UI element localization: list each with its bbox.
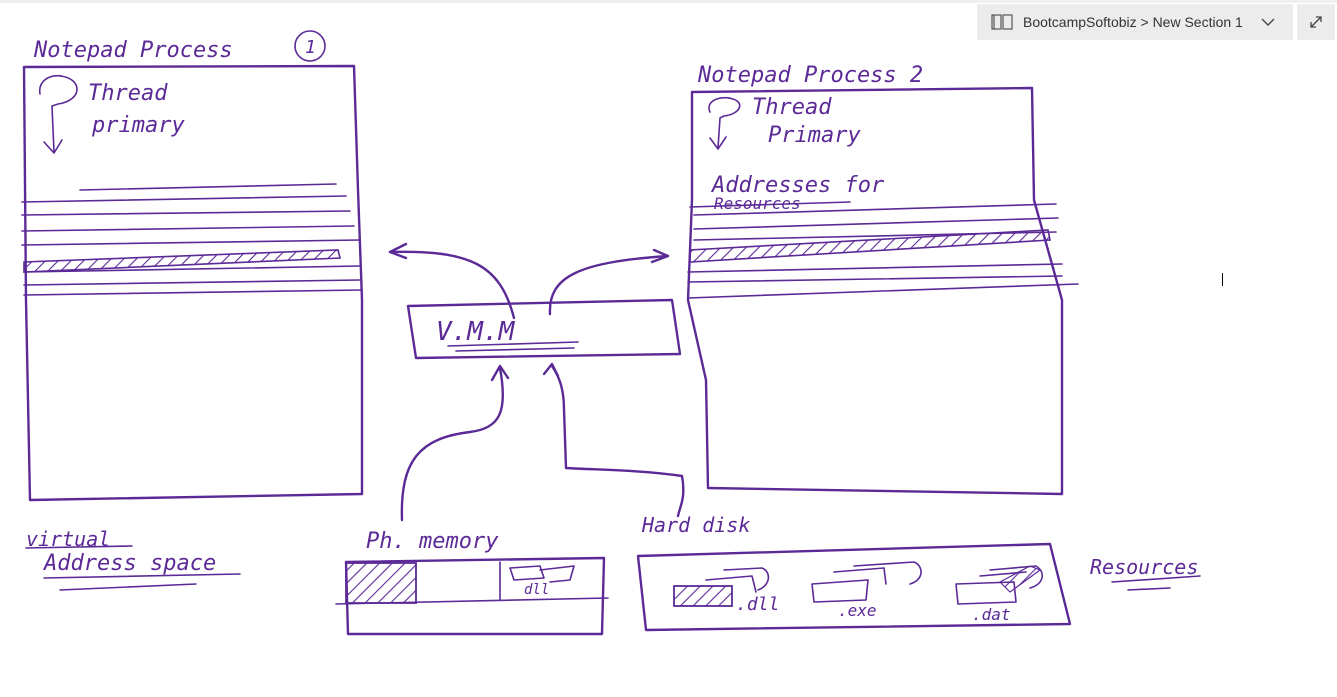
disk-exe-label: .exe: [838, 601, 877, 620]
resources-label: Resources: [1090, 555, 1198, 579]
process-1-box: [21, 64, 364, 502]
text-cursor: [1222, 273, 1223, 286]
virtual-underlines: [25, 545, 241, 591]
address-space-label: Address space: [42, 551, 216, 576]
notebook-breadcrumb-label: BootcampSoftobiz > New Section 1: [1023, 14, 1243, 30]
resources-underline: [1111, 575, 1201, 591]
process-1-title: Notepad Process: [33, 38, 233, 63]
process-1-number: 1: [305, 37, 316, 58]
notebook-breadcrumb-button[interactable]: BootcampSoftobiz > New Section 1: [977, 4, 1293, 40]
process-2-addresses-label: Addresses for: [710, 173, 885, 198]
physical-memory-label: Ph. memory: [366, 529, 499, 554]
vmm-box: [406, 298, 682, 360]
top-edge: [0, 0, 1337, 3]
process-2-resources-label: Resources: [714, 194, 801, 213]
vmm-label: V.M.M: [436, 317, 516, 347]
disk-dat-label: .dat: [972, 605, 1011, 624]
phmemory-to-vmm-arrow: [400, 364, 510, 522]
disk-dll-label: .dll: [736, 594, 779, 615]
chevron-down-icon: [1261, 17, 1275, 27]
physical-memory-box: [335, 556, 609, 636]
physical-memory-dll-label: dll: [524, 582, 549, 598]
process-1-thread-label: Thread: [88, 81, 168, 106]
process-2-primary-label: Primary: [768, 123, 861, 148]
notebook-icon: [991, 14, 1013, 30]
hard-disk-label: Hard disk: [641, 513, 750, 537]
process-2-box: [686, 86, 1079, 496]
process-1-primary-label: primary: [91, 113, 185, 138]
hard-disk-box: [636, 542, 1072, 632]
vmm-to-process1-arrow: [388, 242, 516, 320]
process-2-thread-label: Thread: [752, 95, 832, 120]
process-2-title: Notepad Process 2: [697, 63, 923, 88]
vmm-to-process2-arrow: [548, 248, 670, 316]
process-1-number-circle: [294, 30, 326, 62]
harddisk-to-vmm-arrow: [542, 362, 685, 518]
expand-icon[interactable]: [1297, 4, 1335, 40]
